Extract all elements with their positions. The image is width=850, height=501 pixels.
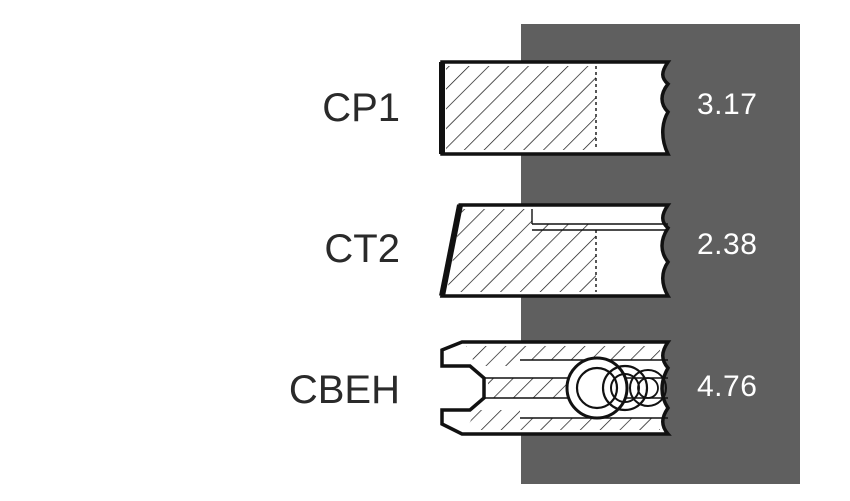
ring-profile-cp1 bbox=[439, 60, 672, 156]
ring-width-value: 4.76 bbox=[697, 370, 758, 403]
ring-width-value: 3.17 bbox=[697, 88, 758, 121]
ring-profile-cbeh bbox=[440, 340, 672, 436]
ring-profile-ct2 bbox=[439, 203, 672, 298]
ring-code-label: CBEH bbox=[288, 368, 400, 412]
ring-code-label: CP1 bbox=[322, 86, 400, 130]
ring-width-value: 2.38 bbox=[697, 228, 758, 261]
ring-code-label: CT2 bbox=[324, 227, 400, 271]
